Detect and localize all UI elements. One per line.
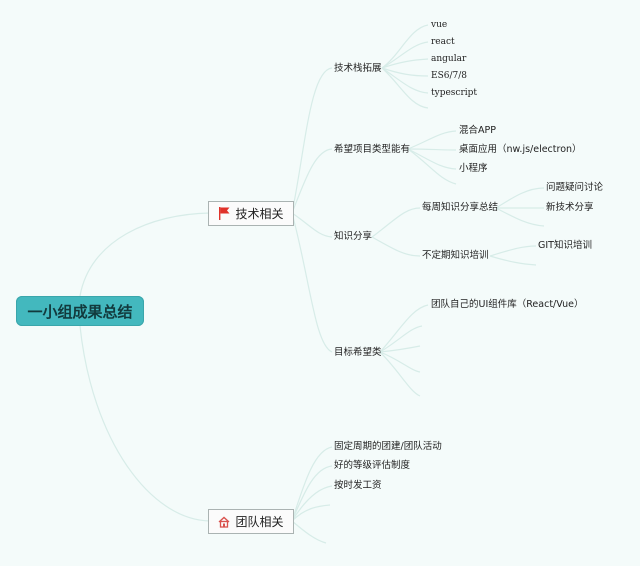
goals-item[interactable]: 团队自己的UI组件库（React/Vue） [431,299,584,310]
house-icon [218,516,230,528]
branch-team[interactable]: 团队相关 [208,509,294,534]
team-item[interactable]: 好的等级评估制度 [334,460,411,471]
team-item[interactable]: 按时发工资 [334,480,382,491]
stack-item[interactable]: react [431,37,455,47]
group-projects[interactable]: 希望项目类型能有 [334,144,411,155]
group-sharing[interactable]: 知识分享 [334,231,373,242]
sharing-weekly[interactable]: 每周知识分享总结 [422,202,499,213]
sharing-irregular[interactable]: 不定期知识培训 [422,250,489,261]
stack-item[interactable]: ES6/7/8 [431,71,467,81]
branch-tech[interactable]: 技术相关 [208,201,294,226]
projects-item[interactable]: 小程序 [459,163,488,174]
red-flag-icon [218,207,230,220]
weekly-item[interactable]: 新技术分享 [546,202,594,213]
weekly-item[interactable]: 问题疑问讨论 [546,182,604,193]
group-goals[interactable]: 目标希望类 [334,347,382,358]
stack-item[interactable]: vue [431,20,448,30]
group-stack[interactable]: 技术栈拓展 [334,63,382,74]
stack-item[interactable]: angular [431,54,467,64]
projects-item[interactable]: 桌面应用（nw.js/electron） [459,144,582,155]
team-item[interactable]: 固定周期的团建/团队活动 [334,441,442,452]
irregular-item[interactable]: GIT知识培训 [538,240,592,251]
stack-item[interactable]: typescript [431,88,478,98]
root-node[interactable]: 一小组成果总结 [16,296,144,326]
branch-tech-label: 技术相关 [235,207,284,221]
root-label: 一小组成果总结 [27,302,133,321]
projects-item[interactable]: 混合APP [459,125,496,136]
branch-team-label: 团队相关 [235,515,284,529]
